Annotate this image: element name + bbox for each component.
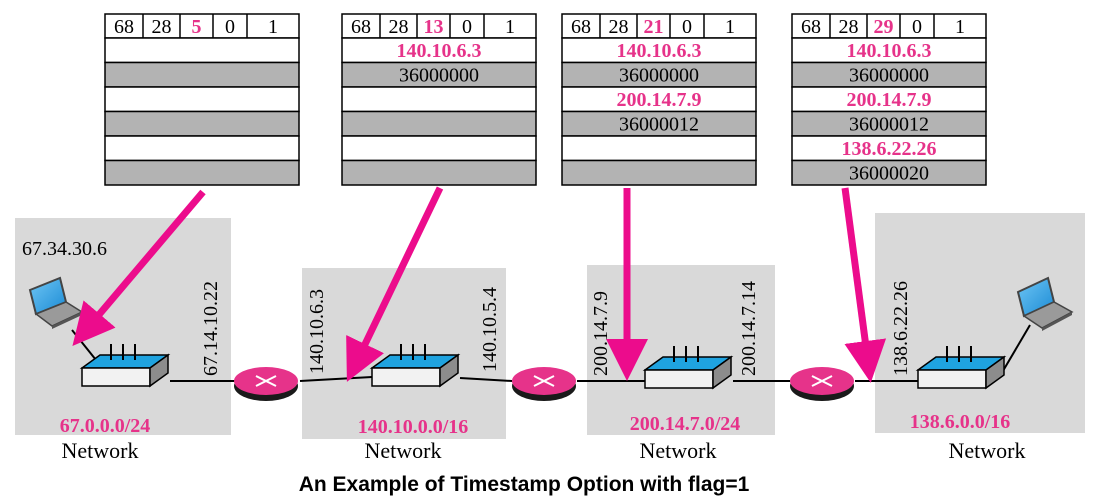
header-field: 68	[571, 16, 591, 38]
option-box-1: 68 28 5 0 1	[104, 13, 300, 186]
header-field: 1	[268, 16, 278, 38]
pointer-value: 5	[192, 16, 202, 38]
wan-link-2	[512, 367, 576, 401]
network-address-2: 140.10.0.0/16	[358, 416, 469, 438]
network-address-4: 138.6.0.0/16	[910, 411, 1011, 433]
header-field: 28	[152, 16, 172, 38]
network-bg-2	[302, 268, 506, 439]
ip-r2-in: 140.10.6.3	[306, 289, 328, 374]
laptop-right-icon	[1016, 276, 1074, 331]
network-label-3: Network	[640, 438, 717, 463]
recorded-timestamp: 36000000	[399, 65, 479, 87]
header-field: 0	[462, 16, 472, 38]
recorded-timestamp: 36000012	[619, 114, 699, 136]
header-field: 68	[351, 16, 371, 38]
arrow-2	[346, 186, 444, 382]
option-boxes: 68 28 5 0 1 68 28 13 0 1 140.10.6.3 36000000 68 28 21 0…	[104, 13, 987, 186]
header-field: 68	[801, 16, 821, 38]
ip-r3-in: 200.14.7.9	[590, 291, 612, 376]
header-field: 68	[114, 16, 134, 38]
header-field: 0	[225, 16, 235, 38]
network-label-4: Network	[949, 438, 1026, 463]
router-2-icon	[369, 344, 461, 388]
recorded-timestamp: 36000012	[849, 114, 929, 136]
header-field: 0	[912, 16, 922, 38]
ip-r1-out: 67.14.10.22	[200, 281, 222, 376]
router-1-icon	[79, 344, 171, 388]
network-address-3: 200.14.7.0/24	[630, 413, 741, 435]
recorded-ip: 200.14.7.9	[847, 89, 932, 111]
network-address-1: 67.0.0.0/24	[60, 415, 151, 437]
header-field: 1	[505, 16, 515, 38]
header-field: 28	[389, 16, 409, 38]
header-field: 1	[725, 16, 735, 38]
ip-r3-out: 200.14.7.14	[738, 281, 760, 376]
network-label-2: Network	[365, 438, 442, 463]
option-box-2: 68 28 13 0 1 140.10.6.3 36000000	[341, 13, 537, 186]
arrow-1	[72, 189, 206, 347]
recorded-ip: 140.10.6.3	[847, 40, 932, 62]
diagram-caption: An Example of Timestamp Option with flag…	[299, 473, 750, 496]
recorded-ip: 140.10.6.3	[617, 40, 702, 62]
header-field: 28	[609, 16, 629, 38]
router-3-icon	[642, 346, 734, 390]
host-left-ip: 67.34.30.6	[22, 238, 107, 260]
recorded-timestamp: 36000000	[849, 65, 929, 87]
pointer-value: 21	[644, 16, 664, 38]
pointer-value: 13	[424, 16, 444, 38]
arrows	[72, 186, 887, 383]
ip-r2-out: 140.10.5.4	[479, 287, 501, 372]
network-bg-1	[15, 218, 231, 435]
network-label-1: Network	[62, 438, 139, 463]
recorded-ip: 138.6.22.26	[842, 138, 937, 160]
header-field: 1	[955, 16, 965, 38]
arrow-4	[841, 187, 887, 383]
router-4-icon	[915, 346, 1007, 390]
recorded-timestamp: 36000000	[619, 65, 699, 87]
header-field: 0	[682, 16, 692, 38]
wan-link-1	[234, 367, 298, 401]
header-field: 28	[839, 16, 859, 38]
recorded-ip: 140.10.6.3	[397, 40, 482, 62]
wan-link-3	[790, 367, 854, 401]
ip-r4-in: 138.6.22.26	[890, 281, 912, 376]
pointer-value: 29	[874, 16, 894, 38]
recorded-timestamp: 36000020	[849, 163, 929, 185]
recorded-ip: 200.14.7.9	[617, 89, 702, 111]
